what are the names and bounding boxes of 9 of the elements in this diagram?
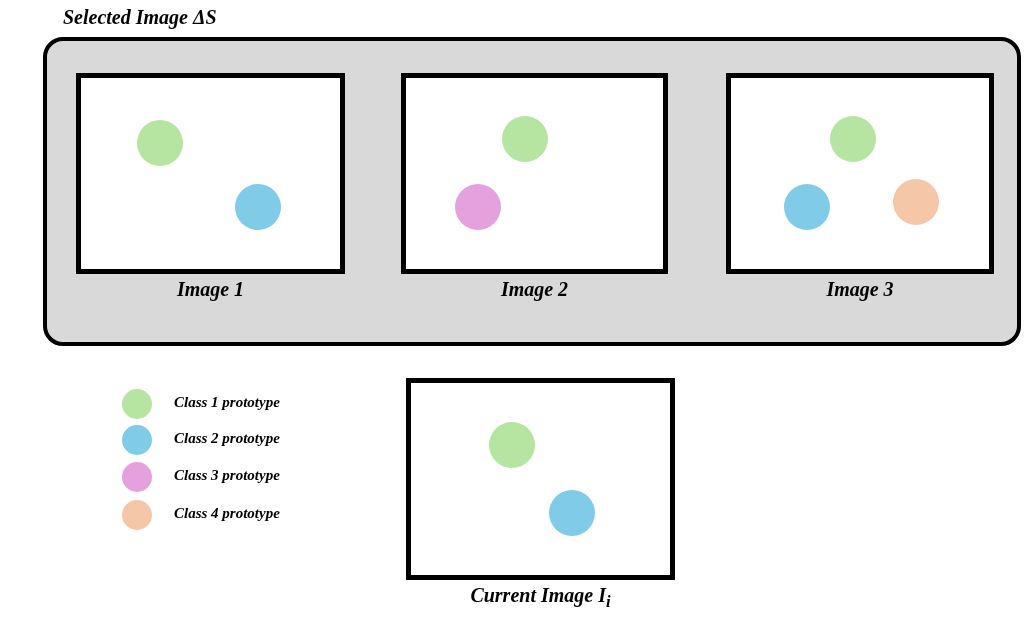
image-caption: Image 3 [826, 278, 894, 300]
image-caption: Image 1 [176, 278, 245, 300]
legend-label: Class 4 prototype [174, 505, 280, 522]
panel-heading: Selected Image ΔS [63, 6, 217, 29]
legend-label: Class 2 prototype [174, 430, 280, 447]
legend-label: Class 3 prototype [174, 467, 280, 484]
image-caption: Current Image I$_{i}$ [470, 584, 611, 606]
legend-label: Class 1 prototype [174, 394, 280, 411]
image-caption: Image 2 [500, 278, 569, 300]
